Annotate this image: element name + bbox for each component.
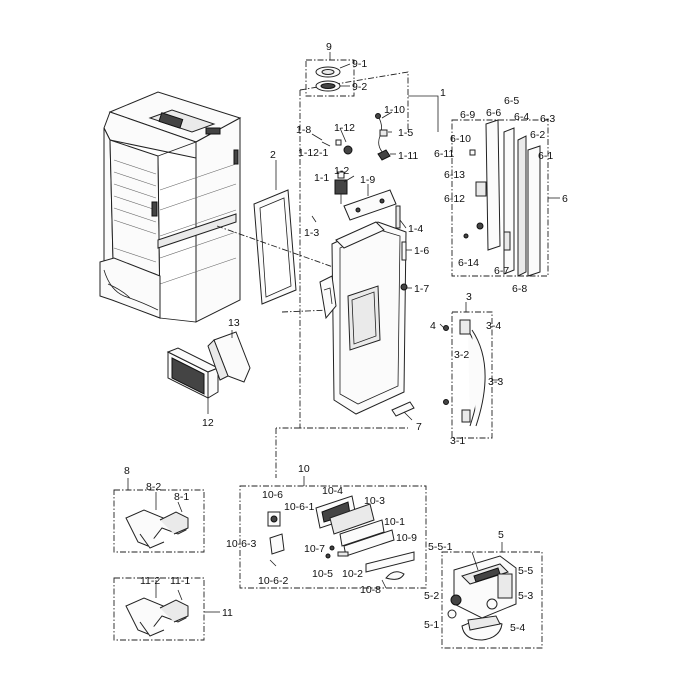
label-1-11: 1-11 <box>398 150 418 162</box>
label-6-9: 6-9 <box>460 109 475 121</box>
part-door-small-parts <box>311 205 408 291</box>
label-4: 4 <box>430 320 436 332</box>
part-8-group <box>113 478 205 553</box>
label-3-1: 3-1 <box>450 435 465 447</box>
label-10-6-3: 10-6-3 <box>226 538 257 550</box>
label-6-2: 6-2 <box>530 129 545 141</box>
label-10-5: 10-5 <box>312 568 333 580</box>
label-8-2: 8-2 <box>146 481 161 493</box>
label-1-8: 1-8 <box>296 124 311 136</box>
callout-labels: 9 9-1 9-2 1 1-10 1-8 1-12 1-5 1-12-1 1-1… <box>124 41 568 634</box>
refrigerator-cabinet <box>99 91 242 323</box>
label-6-5: 6-5 <box>504 95 519 107</box>
label-10-1: 10-1 <box>384 516 405 528</box>
label-3-3: 3-3 <box>488 376 503 388</box>
label-13: 13 <box>228 317 240 329</box>
label-6-13: 6-13 <box>444 169 465 181</box>
label-5-4: 5-4 <box>510 622 525 634</box>
label-6: 6 <box>562 193 568 205</box>
label-1: 1 <box>440 87 446 99</box>
part-12-grille <box>166 347 220 414</box>
label-10-3: 10-3 <box>364 495 385 507</box>
label-10-4: 10-4 <box>322 485 343 497</box>
part-13-cover <box>207 330 251 383</box>
label-8-1: 8-1 <box>174 491 189 503</box>
label-1-10: 1-10 <box>384 104 405 116</box>
label-5-2: 5-2 <box>424 590 439 602</box>
label-5: 5 <box>498 529 504 541</box>
label-6-7: 6-7 <box>494 265 509 277</box>
label-6-8: 6-8 <box>512 283 527 295</box>
part-10-group <box>239 476 427 589</box>
connection-lines <box>216 71 409 478</box>
label-6-10: 6-10 <box>450 133 471 145</box>
label-3-2: 3-2 <box>454 349 469 361</box>
leader-lines <box>275 111 445 421</box>
leader-1 <box>408 95 439 132</box>
label-11-1: 11-1 <box>170 575 190 587</box>
label-10-6: 10-6 <box>262 489 283 501</box>
label-6-1: 6-1 <box>538 150 553 162</box>
label-10: 10 <box>298 463 310 475</box>
label-5-5-1: 5-5-1 <box>428 541 453 553</box>
label-11: 11 <box>222 607 233 619</box>
label-11-2: 11-2 <box>140 575 160 587</box>
label-1-12: 1-12 <box>334 122 355 134</box>
label-9: 9 <box>326 41 332 53</box>
label-6-6: 6-6 <box>486 107 501 119</box>
label-10-6-1: 10-6-1 <box>284 501 315 513</box>
label-1-6: 1-6 <box>414 245 429 257</box>
label-10-2: 10-2 <box>342 568 363 580</box>
label-1-9: 1-9 <box>360 174 375 186</box>
label-1-4: 1-4 <box>408 223 423 235</box>
label-6-14: 6-14 <box>458 257 479 269</box>
part-1-11 <box>377 149 391 161</box>
label-10-8: 10-8 <box>360 584 381 596</box>
part-11-group <box>113 577 220 641</box>
label-5-5: 5-5 <box>518 565 533 577</box>
label-5-1: 5-1 <box>424 619 439 631</box>
label-3: 3 <box>466 291 472 303</box>
part-1-5 <box>379 129 388 137</box>
part-1-1-hinge <box>334 171 348 204</box>
label-1-5: 1-5 <box>398 127 413 139</box>
part-1-12 <box>321 139 353 155</box>
label-6-12: 6-12 <box>444 193 465 205</box>
label-2: 2 <box>270 149 276 161</box>
label-1-2: 1-2 <box>334 165 349 177</box>
part-9-group <box>305 52 355 97</box>
label-10-7: 10-7 <box>304 543 325 555</box>
label-6-4: 6-4 <box>514 111 529 123</box>
door-gasket <box>253 189 297 305</box>
label-12: 12 <box>202 417 214 429</box>
label-6-3: 6-3 <box>540 113 555 125</box>
label-7: 7 <box>416 421 422 433</box>
label-1-3: 1-3 <box>304 227 319 239</box>
label-1-12-1: 1-12-1 <box>298 147 329 159</box>
part-1-9 <box>343 189 397 221</box>
label-8: 8 <box>124 465 130 477</box>
label-9-1: 9-1 <box>352 58 367 70</box>
label-10-9: 10-9 <box>396 532 417 544</box>
refrigerator-door <box>319 221 407 415</box>
part-7 <box>391 401 415 417</box>
label-10-6-2: 10-6-2 <box>258 575 289 587</box>
label-6-11: 6-11 <box>434 148 454 160</box>
label-5-3: 5-3 <box>518 590 533 602</box>
label-3-4: 3-4 <box>486 320 501 332</box>
label-1-7: 1-7 <box>414 283 429 295</box>
part-6-group <box>451 119 560 277</box>
label-1-1: 1-1 <box>314 172 329 184</box>
part-5-group <box>441 542 543 649</box>
label-9-2: 9-2 <box>352 81 367 93</box>
